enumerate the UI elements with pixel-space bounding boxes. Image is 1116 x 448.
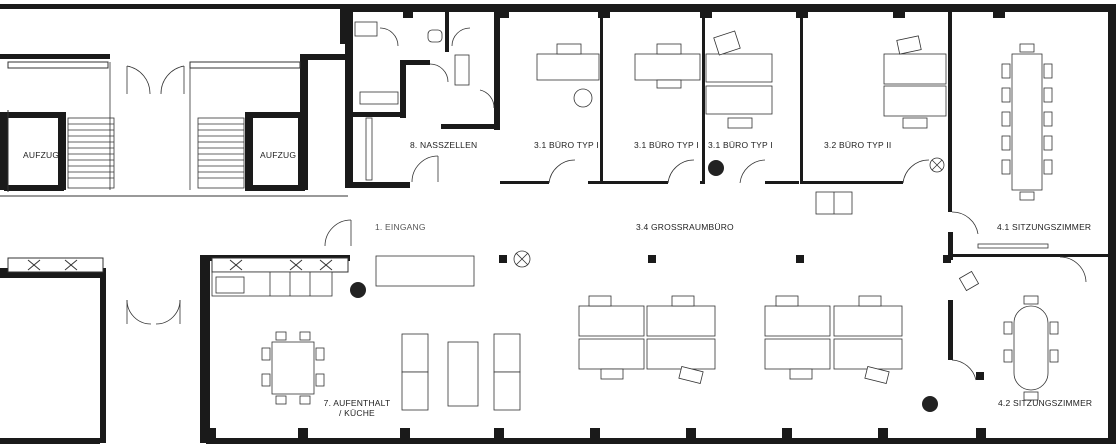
sanitary-fixtures bbox=[354, 21, 470, 181]
room-label-office-1: 3.1 BÜRO TYP I bbox=[534, 140, 599, 150]
walls bbox=[0, 4, 1116, 444]
room-label-office-3: 3.1 BÜRO TYP I bbox=[708, 140, 773, 150]
doors bbox=[126, 27, 1087, 381]
room-label-meeting-1: 4.1 SITZUNGSZIMMER bbox=[997, 222, 1092, 232]
room-label-office-2: 3.1 BÜRO TYP I bbox=[634, 140, 699, 150]
windows bbox=[0, 61, 349, 273]
plant-icons bbox=[350, 160, 938, 412]
room-label-meeting-2: 4.2 SITZUNGSZIMMER bbox=[998, 398, 1093, 408]
kitchen-lounge-furniture bbox=[211, 271, 521, 411]
room-label-entrance: 1. EINGANG bbox=[375, 222, 426, 232]
room-label-nasszellen: 8. NASSZELLEN bbox=[410, 140, 478, 150]
open-office-desks bbox=[375, 250, 903, 384]
meeting-tables bbox=[958, 43, 1059, 401]
room-label-kitchen-line1: 7. AUFENTHALT bbox=[323, 398, 391, 408]
room-label-kitchen-line2: / KÜCHE bbox=[339, 408, 375, 418]
stairs bbox=[67, 62, 245, 190]
room-label-lift-left: AUFZUG bbox=[23, 150, 60, 160]
room-label-lift-right: AUFZUG bbox=[260, 150, 297, 160]
room-label-open-office: 3.4 GROSSRAUMBÜRO bbox=[636, 222, 734, 232]
room-label-office-4: 3.2 BÜRO TYP II bbox=[824, 140, 892, 150]
office-desks bbox=[536, 30, 947, 215]
